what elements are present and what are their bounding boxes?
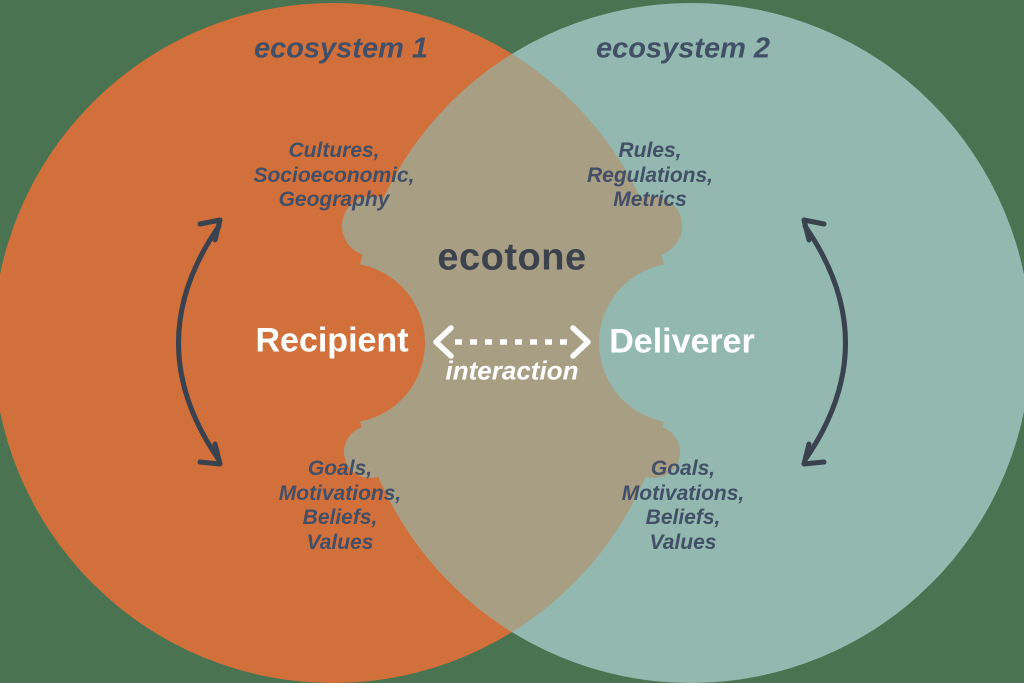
ecotone-scallop-bottom-left	[344, 426, 396, 478]
recipient-label: Recipient	[255, 321, 409, 360]
trait-line: Values	[306, 530, 374, 554]
cycle-arrow-left-icon	[176, 217, 223, 467]
ecotone-scallop-bottom-right	[628, 426, 680, 478]
trait-line: Motivations,	[621, 481, 745, 505]
ecosystem1-traits-bottom: Goals, Motivations, Beliefs, Values	[279, 457, 402, 555]
ecosystem1-label: ecosystem 1	[253, 32, 429, 65]
trait-line: Goals,	[650, 456, 716, 480]
deliverer-label: Deliverer	[609, 322, 755, 361]
recipient-tab	[265, 263, 425, 423]
ecotone-scallop-top-right	[622, 196, 682, 256]
ecosystem1-traits-top: Cultures, Socioeconomic, Geography	[253, 139, 414, 213]
ecotone-scallop-top-left	[342, 196, 402, 256]
trait-line: Motivations,	[278, 481, 402, 505]
trait-line: Beliefs,	[645, 506, 721, 529]
deliverer-tab	[599, 263, 759, 423]
trait-line: Beliefs,	[302, 506, 378, 529]
trait-line: Values	[649, 530, 717, 554]
interaction-label: interaction	[445, 355, 579, 386]
ecotone-label: ecotone	[437, 236, 587, 279]
trait-line: Metrics	[613, 188, 687, 212]
ecosystem2-traits-bottom: Goals, Motivations, Beliefs, Values	[622, 457, 745, 555]
cycle-arrow-right-icon	[801, 217, 848, 467]
trait-line: Regulations,	[586, 163, 714, 187]
trait-line: Geography	[278, 188, 390, 212]
interaction-arrow-icon	[433, 325, 591, 359]
ecotone-overlap	[351, 3, 673, 683]
trait-line: Socioeconomic,	[253, 163, 415, 187]
trait-line: Cultures,	[288, 139, 380, 163]
trait-line: Goals,	[307, 456, 373, 480]
ecosystem2-traits-top: Rules, Regulations, Metrics	[587, 139, 713, 213]
trait-line: Rules,	[618, 139, 682, 163]
ecosystem2-label: ecosystem 2	[595, 32, 771, 65]
